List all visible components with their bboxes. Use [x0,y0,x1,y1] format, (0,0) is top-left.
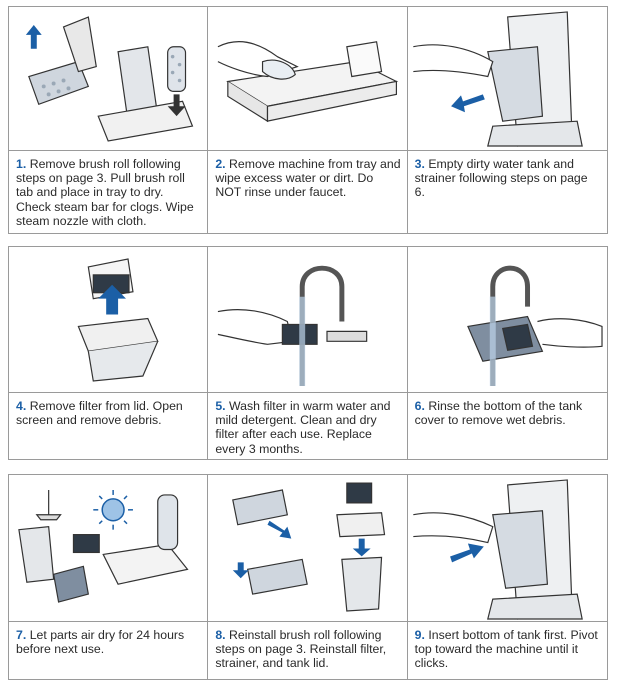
step-6-illustration [407,247,607,393]
step-number: 6. [414,399,425,413]
remove-filter-illustration [77,258,159,382]
insert-tank-illustration [412,479,583,620]
step-number: 8. [215,628,226,642]
step-5-illustration [208,247,407,393]
step-8-text: 8. Reinstall brush roll following steps … [208,622,406,675]
step-2-illustration [208,7,407,151]
instruction-panel-3: 7. Let parts air dry for 24 hours before… [8,474,608,680]
wash-filter-faucet-illustration [218,265,368,386]
step-cell-1: 1. Remove brush roll following steps on … [9,7,209,233]
step-number: 7. [16,628,27,642]
step-1-text: 1. Remove brush roll following steps on … [9,151,207,232]
step-cell-8: 8. Reinstall brush roll following steps … [208,475,408,679]
step-number: 1. [16,157,27,171]
step-number: 2. [215,157,226,171]
step-instruction: Wash filter in warm water and mild deter… [215,399,391,456]
step-number: 4. [16,399,27,413]
brush-roll-tray-illustration [25,16,194,142]
step-cell-2: 2. Remove machine from tray and wipe exc… [208,7,408,233]
step-8-illustration [208,475,407,622]
wipe-tray-illustration [217,41,399,123]
step-instruction: Let parts air dry for 24 hours before ne… [16,628,185,657]
step-7-illustration [9,475,208,622]
step-instruction: Remove filter from lid. Open screen and … [16,399,183,428]
reinstall-parts-illustration [232,482,386,612]
air-dry-parts-illustration [18,489,189,603]
instruction-panel-2: 4. Remove filter from lid. Open screen a… [8,246,608,460]
step-cell-9: 9. Insert bottom of tank first. Pivot to… [407,475,607,679]
step-4-text: 4. Remove filter from lid. Open screen a… [9,393,207,431]
remove-tank-illustration [412,11,583,147]
step-instruction: Empty dirty water tank and strainer foll… [414,157,588,200]
step-2-text: 2. Remove machine from tray and wipe exc… [208,151,406,204]
step-9-illustration [407,475,607,622]
step-3-illustration [407,7,607,151]
step-7-text: 7. Let parts air dry for 24 hours before… [9,622,207,660]
step-4-illustration [9,247,208,393]
step-instruction: Remove machine from tray and wipe excess… [215,157,401,200]
step-instruction: Rinse the bottom of the tank cover to re… [414,399,583,428]
step-6-text: 6. Rinse the bottom of the tank cover to… [408,393,607,431]
step-instruction: Remove brush roll following steps on pag… [16,157,194,228]
step-5-text: 5. Wash filter in warm water and mild de… [208,393,406,460]
step-1-illustration [9,7,208,151]
instruction-panel-1: 1. Remove brush roll following steps on … [8,6,608,234]
step-cell-3: 3. Empty dirty water tank and strainer f… [407,7,607,233]
step-cell-4: 4. Remove filter from lid. Open screen a… [9,247,209,460]
step-instruction: Insert bottom of tank first. Pivot top t… [414,628,598,671]
step-number: 3. [414,157,425,171]
step-3-text: 3. Empty dirty water tank and strainer f… [408,151,607,204]
rinse-tank-cover-illustration [466,265,603,387]
step-number: 5. [215,399,226,413]
step-cell-7: 7. Let parts air dry for 24 hours before… [9,475,209,679]
step-9-text: 9. Insert bottom of tank first. Pivot to… [408,622,607,675]
step-cell-6: 6. Rinse the bottom of the tank cover to… [407,247,607,460]
step-cell-5: 5. Wash filter in warm water and mild de… [208,247,408,460]
step-number: 9. [414,628,425,642]
step-instruction: Reinstall brush roll following steps on … [215,628,387,671]
